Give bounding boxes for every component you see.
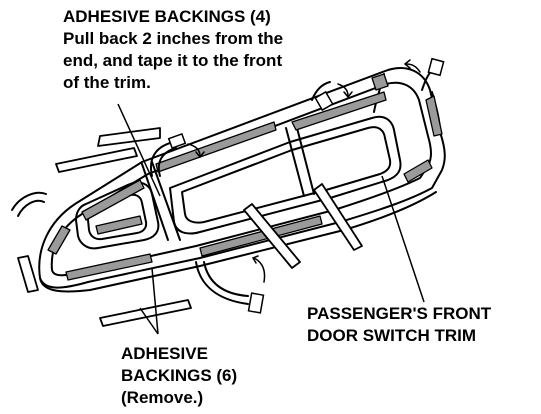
callout-top-line-1: ADHESIVE BACKINGS (4) [63, 7, 271, 26]
rib-2 [151, 161, 181, 241]
adhesive-backings-6-callout: ADHESIVE BACKINGS (6) (Remove.) [121, 343, 237, 409]
curl-left-2 [17, 199, 45, 217]
callout-right-line-1: PASSENGER'S FRONT [307, 304, 492, 323]
arrow-bottom-head [251, 255, 259, 264]
trim-center-opening [169, 115, 402, 235]
curl-right-2 [311, 81, 331, 101]
backing-strip-center-2 [313, 183, 363, 251]
arrow-right-2 [337, 83, 349, 97]
trim-center-opening-inner [181, 126, 392, 224]
callout-bottom-line-3: (Remove.) [121, 388, 204, 407]
leader-bottom-2 [151, 267, 159, 335]
arrow-top-mid-head [195, 151, 205, 159]
curl-bottom-2 [203, 261, 249, 297]
arrow-top-mid [187, 143, 201, 157]
callout-top-line-4: of the trim. [63, 73, 151, 92]
tape-top-mid [155, 121, 277, 173]
callout-bottom-line-2: BACKINGS (6) [121, 366, 238, 385]
curl-left-1 [11, 191, 47, 211]
backing-strip-left [17, 255, 39, 293]
trim-outer-edge [38, 67, 446, 289]
tape-right-post [425, 95, 443, 137]
tape-left-side [47, 225, 71, 255]
leader-bottom-1 [139, 307, 159, 335]
backing-strip-center-1 [243, 203, 301, 269]
adhesive-backings-4-callout: ADHESIVE BACKINGS (4) Pull back 2 inches… [63, 6, 283, 94]
rib-1 [141, 163, 169, 241]
backing-strip-bottom [99, 299, 192, 327]
tape-right-curve [403, 159, 433, 183]
arrow-right-1-head [403, 59, 411, 69]
tape-bottom-mid [199, 215, 323, 257]
leader-top [117, 103, 161, 197]
passenger-front-trim-callout: PASSENGER'S FRONT DOOR SWITCH TRIM [307, 303, 491, 347]
tape-right-upper [371, 73, 389, 91]
backing-strip-top-right [97, 127, 161, 147]
tape-top-long [291, 91, 387, 131]
tab-right-1 [427, 57, 445, 77]
callout-bottom-line-1: ADHESIVE [121, 344, 208, 363]
tab-bottom [247, 292, 265, 314]
tape-left-top [81, 179, 145, 221]
switch-housing [75, 181, 160, 250]
leader-right [381, 175, 425, 303]
rib-4 [295, 123, 315, 195]
tab-top-mid [167, 132, 187, 150]
backing-strip-top-left [55, 147, 138, 173]
arrow-right-1 [405, 63, 421, 73]
curl-top-mid-2 [157, 147, 177, 177]
callout-top-line-2: Pull back 2 inches from the [63, 29, 284, 48]
tab-right-2 [314, 90, 334, 112]
arrow-right-2-head [343, 91, 353, 99]
arrow-bottom [253, 257, 266, 283]
rib-3 [285, 127, 305, 197]
tape-housing [95, 215, 143, 235]
callout-right-line-2: DOOR SWITCH TRIM [307, 326, 477, 345]
curl-bottom-1 [195, 261, 249, 305]
callout-top-line-3: end, and tape it to the front [63, 51, 283, 70]
tape-bottom-left [65, 253, 153, 281]
